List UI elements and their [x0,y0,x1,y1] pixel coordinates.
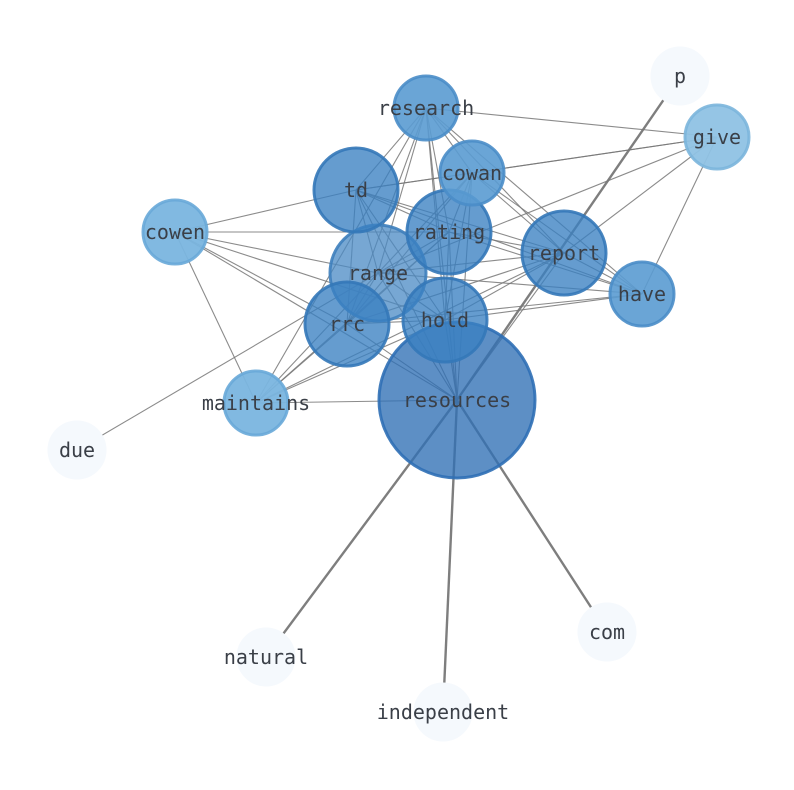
node-label-due: due [59,438,95,462]
node-label-research: research [378,96,474,120]
node-due [47,420,107,480]
node-label-range: range [348,261,408,285]
node-label-com: com [589,620,625,644]
node-give [683,103,751,171]
node-label-td: td [344,178,368,202]
node-natural [236,627,296,687]
edge-cowan-give [471,136,718,174]
node-label-have: have [618,282,666,306]
node-label-rating: rating [413,220,485,244]
node-have [608,260,676,328]
node-label-independent: independent [377,700,509,724]
node-label-cowen: cowen [145,220,205,244]
node-hold [401,276,489,364]
node-rrc [303,280,391,368]
node-independent [413,682,473,742]
node-label-p: p [674,64,686,88]
node-label-rrc: rrc [329,312,365,336]
edge-research-give [425,107,718,138]
node-td [312,146,400,234]
node-com [577,602,637,662]
node-label-report: report [528,241,600,265]
nodes-layer [47,46,751,742]
node-cowan [438,139,506,207]
node-research [392,74,460,142]
node-label-natural: natural [224,645,308,669]
node-label-cowan: cowan [442,161,502,185]
labels-layer: resources range hold rrc report rating td cowan… [59,64,741,724]
node-label-maintains: maintains [202,391,310,415]
node-p [650,46,710,106]
node-report [520,209,608,297]
node-label-resources: resources [403,388,511,412]
node-maintains [222,369,290,437]
node-label-hold: hold [421,308,469,332]
node-cowen [141,198,209,266]
node-label-give: give [693,125,741,149]
